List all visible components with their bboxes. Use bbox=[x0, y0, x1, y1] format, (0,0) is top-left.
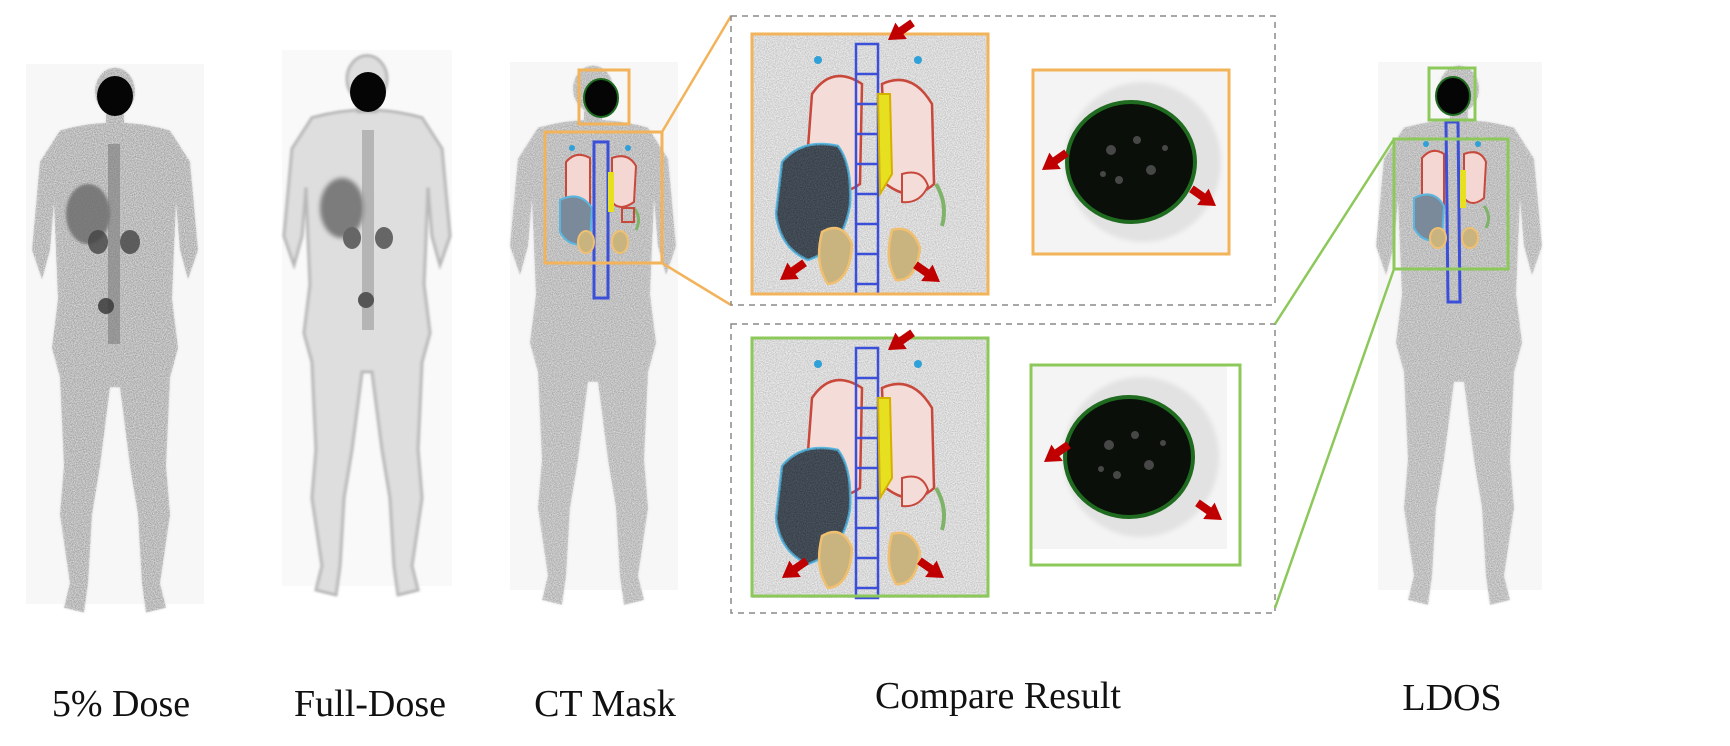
compare-bottom-dashed-box bbox=[730, 323, 1276, 614]
panel-low-dose bbox=[26, 64, 204, 613]
caption-ct-mask: CT Mask bbox=[534, 683, 676, 725]
ldos-head-box bbox=[1427, 66, 1477, 122]
zoom-torso-ldos bbox=[752, 338, 988, 598]
ct-mask-head-box bbox=[577, 68, 631, 126]
zoom-torso-ldos-border bbox=[750, 336, 990, 598]
ldos-torso-box bbox=[1392, 137, 1510, 271]
caption-full-dose: Full-Dose bbox=[294, 683, 446, 725]
zoom-torso-ct-mask bbox=[752, 34, 988, 294]
orange-connector-bottom bbox=[661, 261, 732, 307]
compare-top-dashed-box bbox=[730, 15, 1276, 306]
caption-ldos: LDOS bbox=[1402, 677, 1502, 719]
zoom-head-ldos bbox=[1031, 365, 1227, 549]
panel-ldos bbox=[1376, 62, 1542, 605]
ct-mask-torso-box bbox=[543, 130, 664, 265]
panel-full-dose bbox=[282, 50, 452, 597]
caption-low-dose: 5% Dose bbox=[51, 683, 191, 725]
caption-compare-result: Compare Result bbox=[875, 675, 1121, 717]
panel-ct-mask bbox=[510, 62, 678, 605]
green-connector-top bbox=[1273, 138, 1396, 325]
orange-connector-top bbox=[660, 15, 733, 133]
green-connector-bottom bbox=[1273, 268, 1396, 609]
zoom-head-ct-mask bbox=[1033, 70, 1229, 254]
zoom-head-ldos-border bbox=[1029, 363, 1242, 567]
zoom-torso-ct-mask-border bbox=[750, 32, 990, 296]
zoom-head-ct-mask-border bbox=[1031, 68, 1231, 256]
